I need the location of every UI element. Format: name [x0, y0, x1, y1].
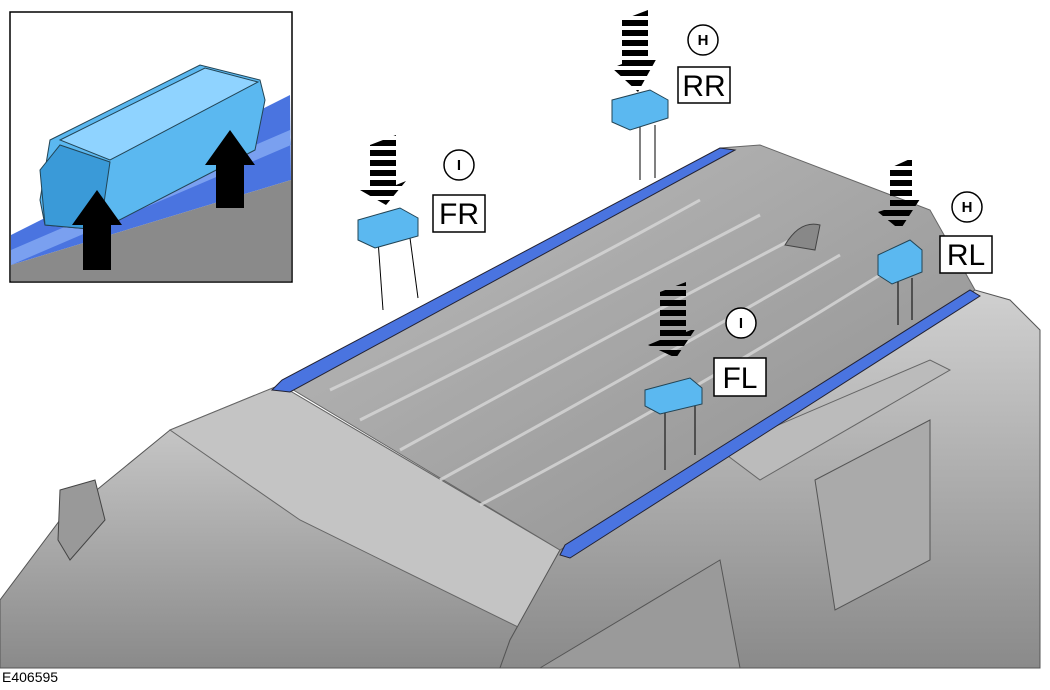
clip-rl	[877, 239, 923, 285]
down-arrow-icon	[612, 10, 658, 92]
callout-rr: H RR	[677, 24, 731, 104]
callout-fl: I FL	[713, 307, 767, 397]
svg-text:FR: FR	[439, 198, 479, 231]
figure-id: E406595	[2, 669, 59, 685]
clip-rr	[611, 89, 669, 131]
svg-text:I: I	[739, 315, 743, 332]
svg-text:I: I	[457, 157, 461, 174]
up-arrow-icon	[72, 190, 122, 270]
down-arrow-icon	[360, 135, 406, 205]
vehicle-body	[0, 144, 1041, 669]
svg-text:RR: RR	[682, 70, 725, 103]
left-roof-rail	[559, 289, 981, 559]
clip-fr	[357, 207, 419, 249]
right-roof-rail	[270, 147, 737, 393]
svg-text:H: H	[698, 32, 709, 49]
svg-text:H: H	[962, 199, 973, 216]
svg-text:FL: FL	[722, 362, 757, 395]
clip-fl	[644, 377, 703, 415]
up-arrow-icon	[205, 130, 255, 208]
svg-text:RL: RL	[947, 239, 985, 272]
mirror	[57, 479, 106, 561]
callout-fr: I FR	[432, 149, 486, 233]
antenna	[784, 223, 821, 251]
down-arrow-icon	[648, 282, 696, 358]
down-arrow-icon	[878, 158, 922, 230]
inset-detail	[9, 11, 293, 283]
callout-rl: H RL	[939, 191, 993, 274]
